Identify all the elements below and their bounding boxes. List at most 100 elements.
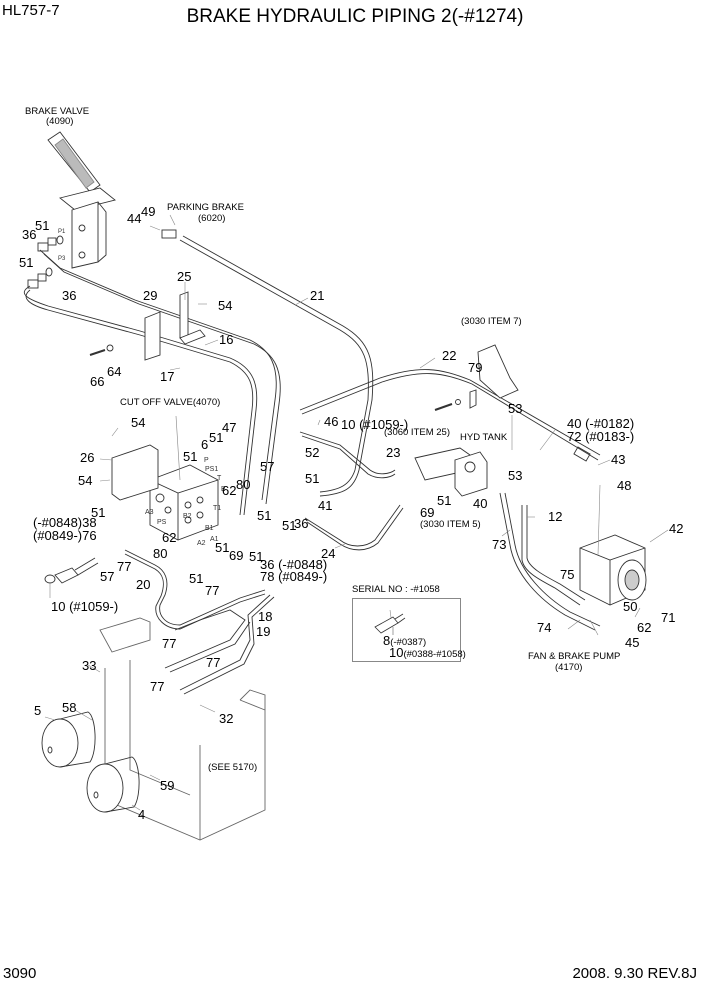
cut-off-valve-drawing [149, 464, 219, 541]
port-label: A3 [145, 509, 154, 516]
callout-62: 62 [637, 620, 652, 635]
port-label: T [217, 475, 222, 482]
callout-47: 47 [222, 420, 237, 435]
serial-item-8: 8(-#0387) [383, 634, 426, 649]
callout-23: 23 [386, 445, 401, 460]
callout-69: 69 [420, 505, 435, 520]
port-p1: P1 [58, 229, 66, 235]
callout-10: 10 (#1059-) [341, 417, 409, 432]
callout-74: 74 [537, 620, 552, 635]
serial-item-8-num: 8 [383, 633, 391, 648]
callout-16: 16 [219, 332, 234, 347]
callout-25: 25 [177, 269, 192, 284]
callout-51: 51 [189, 571, 204, 586]
serial-item-10-range: (#0388-#1058) [403, 649, 466, 660]
fan-brake-pump-ref: (4170) [555, 662, 583, 673]
callout-36: 36 (-#0848) [260, 557, 328, 572]
port-label: A1 [210, 536, 219, 543]
callout-36: 36 [294, 516, 309, 531]
callout-51: 51 [215, 540, 230, 555]
callout-51: 51 [91, 505, 106, 520]
callout-50: 50 [623, 599, 638, 614]
callout-32: 32 [219, 711, 234, 726]
serial-item-10-num: 10 [389, 645, 404, 660]
callout-6: 6 [201, 437, 209, 452]
callout-24: 24 [321, 546, 336, 561]
callout-51: 51 [305, 471, 320, 486]
callout-10: 10 (#1059-) [51, 599, 119, 614]
callout-33: 33 [82, 658, 97, 673]
callout-54: 54 [218, 298, 233, 313]
tube-21 [161, 229, 374, 497]
pressure-sensor-10 [44, 557, 99, 584]
callout-43: 43 [611, 452, 626, 467]
accumulator-5 [41, 711, 96, 768]
tube-16-17 [23, 249, 281, 516]
callout-76: (#0849-)76 [33, 528, 97, 543]
callout-54: 54 [78, 473, 93, 488]
callout-53: 53 [508, 401, 523, 416]
callout-17: 17 [160, 369, 175, 384]
callout-59: 59 [160, 778, 175, 793]
page-title: BRAKE HYDRAULIC PIPING 2(-#1274) [186, 6, 524, 27]
callout-58: 58 [62, 700, 77, 715]
callout-77: 77 [150, 679, 165, 694]
hyd-tank-label: HYD TANK [460, 432, 508, 443]
callout-51: 51 [35, 218, 50, 233]
callout-77: 77 [206, 655, 221, 670]
callout-77: 77 [162, 636, 177, 651]
serial-item-10: 10(#0388-#1058) [389, 646, 466, 661]
tubes-18-19-20 [124, 549, 275, 695]
callout-40: 40 (-#0182) [567, 416, 635, 431]
tube-23 [299, 431, 396, 479]
callout-18: 18 [258, 609, 273, 624]
callout-66: 66 [90, 374, 105, 389]
tubes-12-73 [499, 492, 601, 631]
serial-box-title: SERIAL NO : -#1058 [352, 584, 440, 595]
port-label: PS1 [205, 466, 219, 473]
fan-brake-pump-label: FAN & BRAKE PUMP [528, 651, 621, 662]
callout-42: 42 [669, 521, 684, 536]
item-3060-25-label: (3060 ITEM 25) [384, 427, 450, 438]
callout-20: 20 [136, 577, 151, 592]
port-label: B [221, 486, 226, 493]
cut-off-valve-label: CUT OFF VALVE(4070) [120, 397, 221, 408]
callout-64: 64 [107, 364, 122, 379]
callout-51: 51 [19, 255, 34, 270]
callout-57: 57 [100, 569, 115, 584]
bracket-25 [144, 291, 206, 361]
callout-62: 62 [162, 530, 177, 545]
callout-36: 36 [62, 288, 77, 303]
callout-51: 51 [257, 508, 272, 523]
leader-lines [44, 214, 669, 811]
brake-valve-fittings [27, 235, 64, 289]
callout-75: 75 [560, 567, 575, 582]
tube-24 [304, 504, 404, 551]
callout-48: 48 [617, 478, 632, 493]
callout-77: 77 [205, 583, 220, 598]
callout-72: 72 (#0183-) [567, 429, 635, 444]
item-3030-5-label: (3030 ITEM 5) [420, 519, 481, 530]
parking-brake-ref: (6020) [198, 213, 226, 224]
callout-12: 12 [548, 509, 563, 524]
port-label: B2 [183, 513, 192, 520]
port-label: P [204, 457, 209, 464]
callout-21: 21 [310, 288, 325, 303]
callout-29: 29 [143, 288, 158, 303]
callout-77: 77 [117, 559, 132, 574]
serial-box: 8(-#0387) 10(#0388-#1058) [352, 598, 466, 662]
callout-19: 19 [256, 624, 271, 639]
brake-valve-drawing: P1 P3 [47, 131, 116, 269]
callout-69: 69 [229, 548, 244, 563]
callout-80: 80 [153, 546, 168, 561]
brake-valve-label: BRAKE VALVE [25, 106, 90, 117]
callout-51: 51 [282, 518, 297, 533]
port-label: PS [157, 519, 167, 526]
callout-80: 80 [236, 477, 251, 492]
callout-38: (-#0848)38 [33, 515, 97, 530]
callout-52: 52 [305, 445, 320, 460]
callout-79: 79 [468, 360, 483, 375]
callout-41: 41 [318, 498, 333, 513]
callout-73: 73 [492, 537, 507, 552]
